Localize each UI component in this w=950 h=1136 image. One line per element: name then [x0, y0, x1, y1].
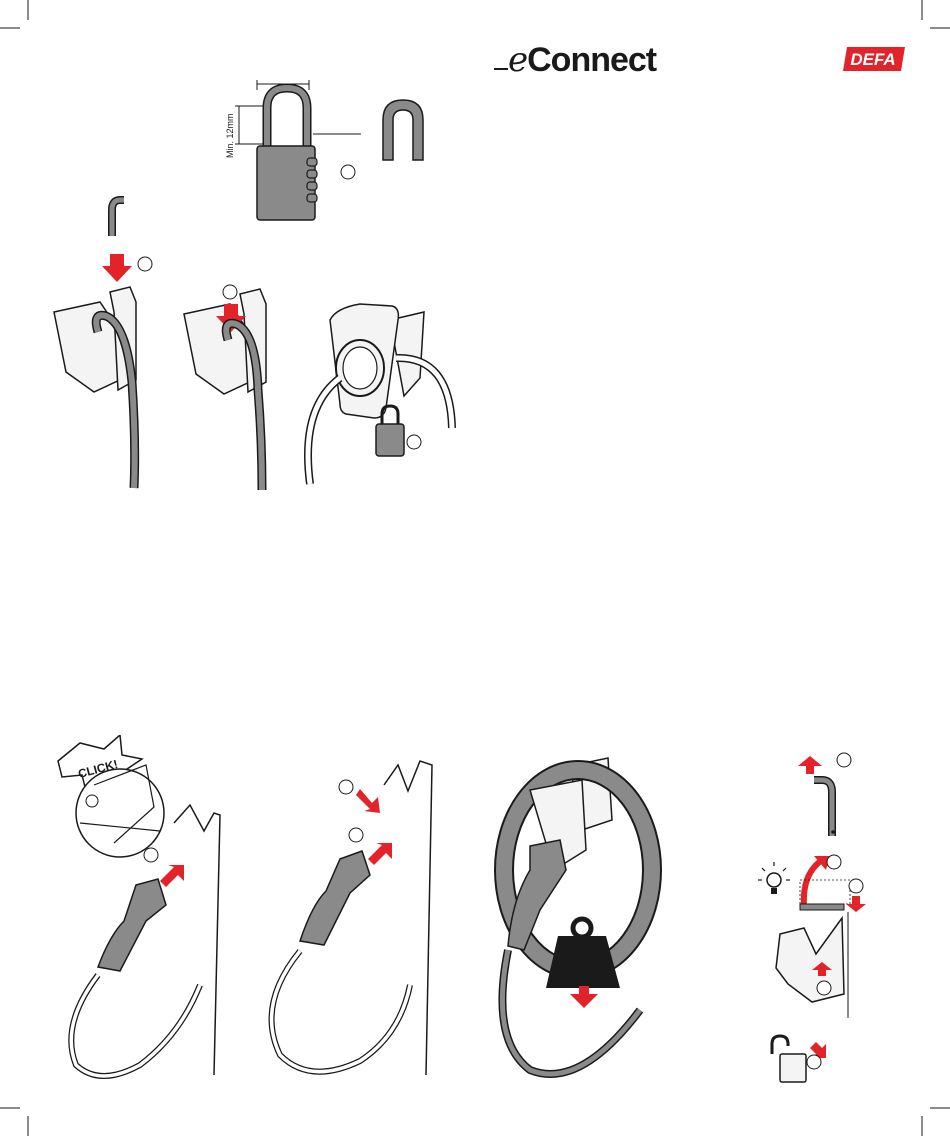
down-arrow-icon — [102, 254, 132, 282]
defa-logo: DEFA — [843, 45, 905, 73]
connector-click-step: CLICK! — [50, 735, 240, 1087]
brand-logo: eConnect — [494, 40, 656, 80]
weight-icon — [546, 919, 620, 988]
down-arrow-icon — [570, 986, 598, 1008]
cable-wrapped-weight-step — [490, 750, 670, 1082]
padlock-spec-diagram: Min. 12mm — [215, 78, 450, 228]
defa-logo-text: DEFA — [850, 50, 895, 69]
open-padlock-icon — [772, 1036, 806, 1082]
lightbulb-icon — [758, 862, 790, 894]
up-arrow-icon — [798, 756, 822, 774]
down-arrow-icon — [846, 896, 866, 912]
step-marker — [341, 165, 355, 179]
holder-locked-step — [300, 298, 460, 496]
holder-pin-inserted-step — [170, 280, 280, 494]
holder-insert-pin-step — [40, 192, 158, 496]
unlock-sequence — [752, 748, 872, 1088]
connector-remove-step — [260, 755, 450, 1085]
brand-swoosh-icon — [494, 54, 520, 84]
brand-name: Connect — [527, 41, 656, 79]
padlock-dimension-label: Min. 12mm — [225, 113, 235, 158]
